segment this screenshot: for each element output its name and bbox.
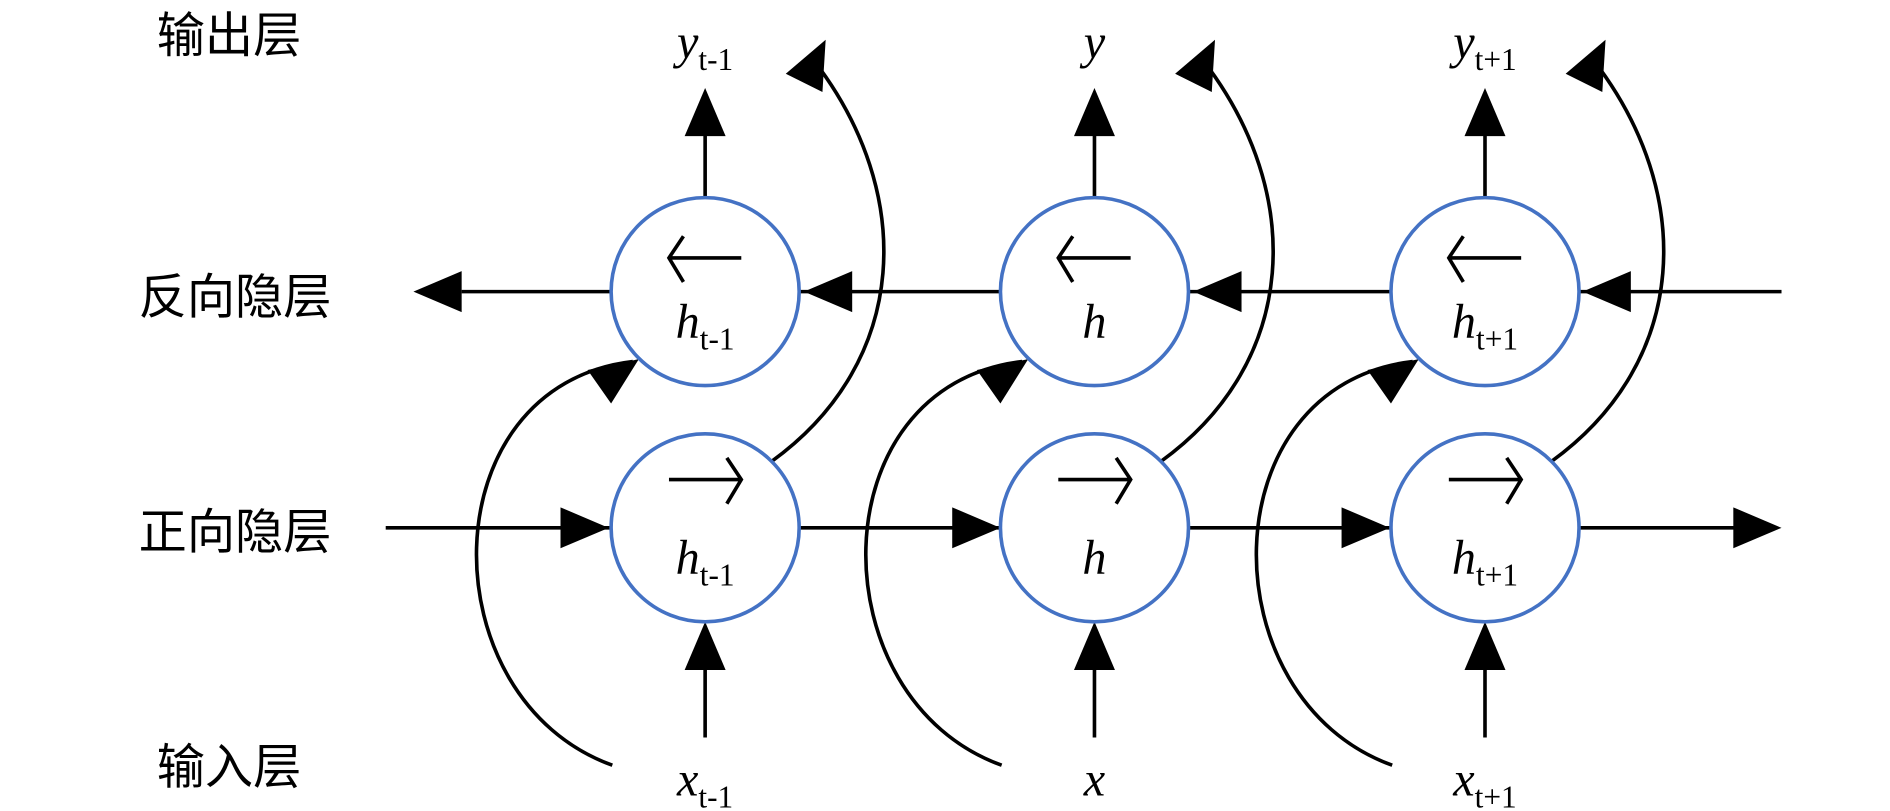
forward-hidden-node xyxy=(609,432,801,624)
forward-to-output-curve xyxy=(1550,59,1666,463)
input-to-backward-curve xyxy=(474,359,634,767)
forward-hidden-state-label: ht+1 xyxy=(1452,532,1518,593)
forward-arrowhead xyxy=(560,507,609,549)
forward-hidden-node xyxy=(998,432,1191,624)
forward-arrowhead xyxy=(1733,507,1782,549)
backward-hidden-state-label: ht+1 xyxy=(1452,295,1518,356)
input-label: xt-1 xyxy=(676,753,733,811)
input-to-backward-curve xyxy=(864,359,1023,767)
forward-to-output-curve xyxy=(770,59,886,463)
backward-hidden-state-label: ht-1 xyxy=(676,295,735,356)
forward-hidden-state-label: h xyxy=(1082,532,1106,585)
input-to-backward-curve xyxy=(1254,359,1413,767)
output-arrowhead xyxy=(1464,87,1506,137)
forward-to-output-curve xyxy=(1159,59,1275,463)
backward-hidden-node xyxy=(1389,195,1581,388)
input-layer-label: 输入层 xyxy=(157,739,302,795)
backward-hidden-node xyxy=(609,195,801,388)
output-label: y xyxy=(1079,16,1106,69)
forward-to-output-arrowhead xyxy=(785,39,826,93)
input-arrowhead xyxy=(684,621,726,671)
backward-hidden-state-label: h xyxy=(1082,295,1106,348)
backward-arrowhead xyxy=(1582,271,1631,313)
forward-hidden-node xyxy=(1389,432,1581,624)
backward-arrowhead xyxy=(1193,271,1242,313)
output-layer-label: 输出层 xyxy=(157,8,302,64)
left-arrow-icon xyxy=(666,235,742,283)
backward-hidden-layer-label: 反向隐层 xyxy=(139,269,332,325)
forward-arrowhead xyxy=(1341,507,1390,549)
left-arrow-icon xyxy=(1056,235,1131,283)
left-arrow-icon xyxy=(1446,235,1522,283)
output-label: yt+1 xyxy=(1448,16,1516,77)
input-arrowhead xyxy=(1073,621,1115,671)
input-label: xt+1 xyxy=(1452,753,1516,811)
backward-arrowhead xyxy=(803,271,853,313)
forward-to-output-arrowhead xyxy=(1175,39,1215,93)
right-arrow-icon xyxy=(1058,456,1133,505)
output-arrowhead xyxy=(1073,87,1115,137)
output-arrowhead xyxy=(684,87,726,137)
right-arrow-icon xyxy=(1448,456,1524,505)
input-to-backward-arrowhead xyxy=(976,359,1029,404)
forward-hidden-layer-label: 正向隐层 xyxy=(139,504,332,560)
backward-hidden-node xyxy=(998,195,1191,388)
right-arrow-icon xyxy=(668,456,744,505)
input-arrowhead xyxy=(1464,621,1506,671)
output-label: yt-1 xyxy=(672,16,733,77)
forward-arrowhead xyxy=(952,507,1001,549)
backward-arrowhead xyxy=(413,271,462,313)
input-to-backward-arrowhead xyxy=(1367,359,1419,404)
forward-hidden-state-label: ht-1 xyxy=(676,532,735,593)
input-to-backward-arrowhead xyxy=(587,359,639,404)
input-label: x xyxy=(1083,753,1106,806)
forward-to-output-arrowhead xyxy=(1565,39,1606,93)
